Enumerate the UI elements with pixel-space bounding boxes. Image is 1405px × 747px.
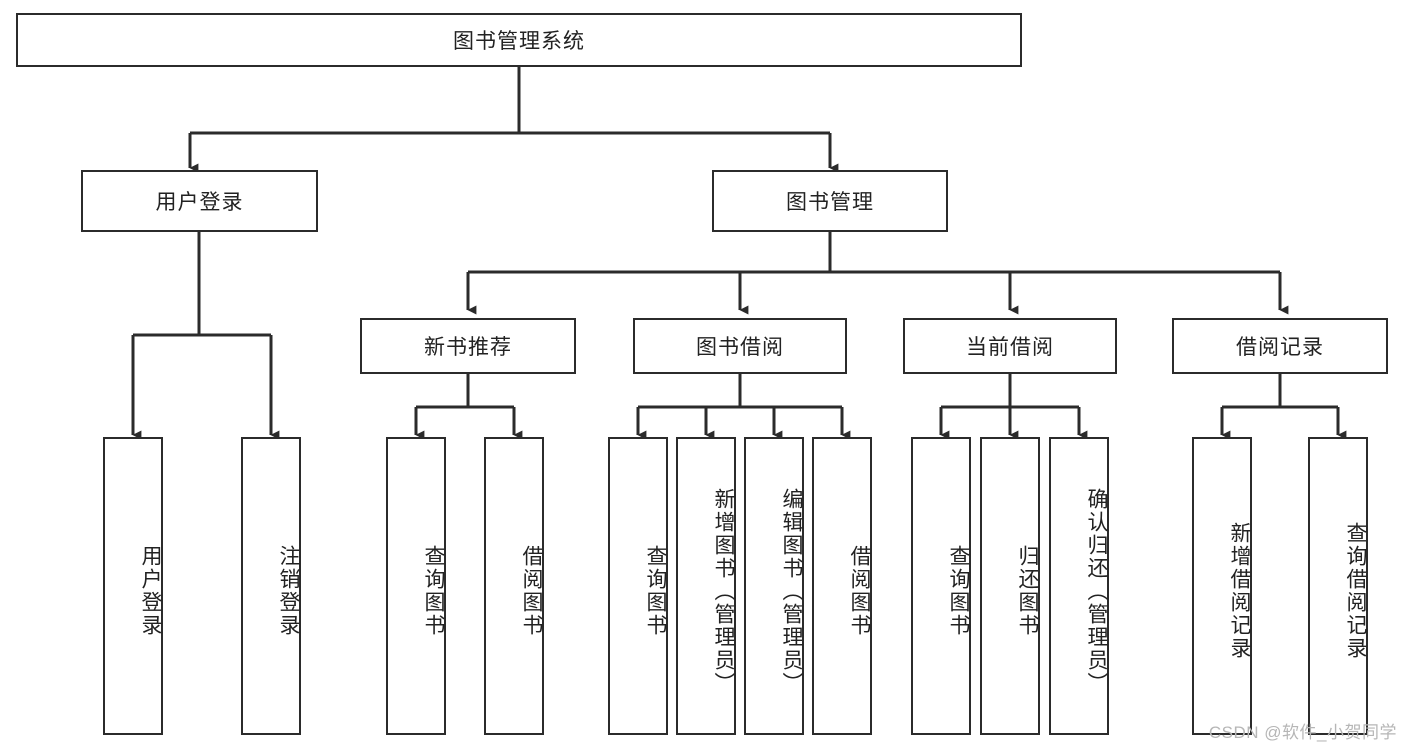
leaf-borrow-add-book-admin[interactable]: 新增图书（管理员） bbox=[676, 437, 736, 735]
node-label: 借阅图书 bbox=[520, 545, 543, 637]
leaf-current-confirm-return-admin[interactable]: 确认归还（管理员） bbox=[1049, 437, 1109, 735]
node-label: 用户登录 bbox=[155, 191, 244, 214]
node-label: 图书借阅 bbox=[696, 336, 784, 359]
node-label: 查询图书 bbox=[947, 545, 970, 637]
leaf-borrow-edit-book-admin[interactable]: 编辑图书（管理员） bbox=[744, 437, 804, 735]
node-label: 新增图书（管理员） bbox=[712, 487, 735, 695]
leaf-user-login-signin[interactable]: 用户登录 bbox=[103, 437, 163, 735]
node-label: 借阅图书 bbox=[848, 545, 871, 637]
node-label: 确认归还（管理员） bbox=[1085, 487, 1108, 695]
leaf-borrow-borrow-book[interactable]: 借阅图书 bbox=[812, 437, 872, 735]
node-root-system[interactable]: 图书管理系统 bbox=[16, 13, 1022, 67]
node-label: 图书管理系统 bbox=[453, 30, 585, 53]
leaf-borrow-query-book[interactable]: 查询图书 bbox=[608, 437, 668, 735]
node-label: 查询借阅记录 bbox=[1344, 522, 1367, 660]
leaf-recommend-query-book[interactable]: 查询图书 bbox=[386, 437, 446, 735]
csdn-watermark: CSDN @软件_小贺同学 bbox=[1208, 723, 1397, 742]
node-book-borrow[interactable]: 图书借阅 bbox=[633, 318, 847, 374]
node-label: 注销登录 bbox=[277, 545, 300, 637]
node-current-borrow[interactable]: 当前借阅 bbox=[903, 318, 1117, 374]
node-label: 用户登录 bbox=[139, 545, 162, 637]
node-label: 新书推荐 bbox=[424, 336, 512, 359]
node-new-book-recommend[interactable]: 新书推荐 bbox=[360, 318, 576, 374]
node-label: 新增借阅记录 bbox=[1228, 522, 1251, 660]
node-label: 查询图书 bbox=[422, 545, 445, 637]
node-book-management[interactable]: 图书管理 bbox=[712, 170, 948, 232]
node-label: 查询图书 bbox=[644, 545, 667, 637]
leaf-user-login-signout[interactable]: 注销登录 bbox=[241, 437, 301, 735]
leaf-current-return-book[interactable]: 归还图书 bbox=[980, 437, 1040, 735]
node-label: 当前借阅 bbox=[966, 336, 1054, 359]
node-label: 编辑图书（管理员） bbox=[780, 487, 803, 695]
node-label: 借阅记录 bbox=[1236, 336, 1324, 359]
node-label: 归还图书 bbox=[1016, 545, 1039, 637]
leaf-current-query-book[interactable]: 查询图书 bbox=[911, 437, 971, 735]
leaf-recommend-borrow-book[interactable]: 借阅图书 bbox=[484, 437, 544, 735]
leaf-record-query-record[interactable]: 查询借阅记录 bbox=[1308, 437, 1368, 735]
node-label: 图书管理 bbox=[786, 191, 874, 214]
leaf-record-add-record[interactable]: 新增借阅记录 bbox=[1192, 437, 1252, 735]
node-borrow-record[interactable]: 借阅记录 bbox=[1172, 318, 1388, 374]
node-user-login[interactable]: 用户登录 bbox=[81, 170, 318, 232]
